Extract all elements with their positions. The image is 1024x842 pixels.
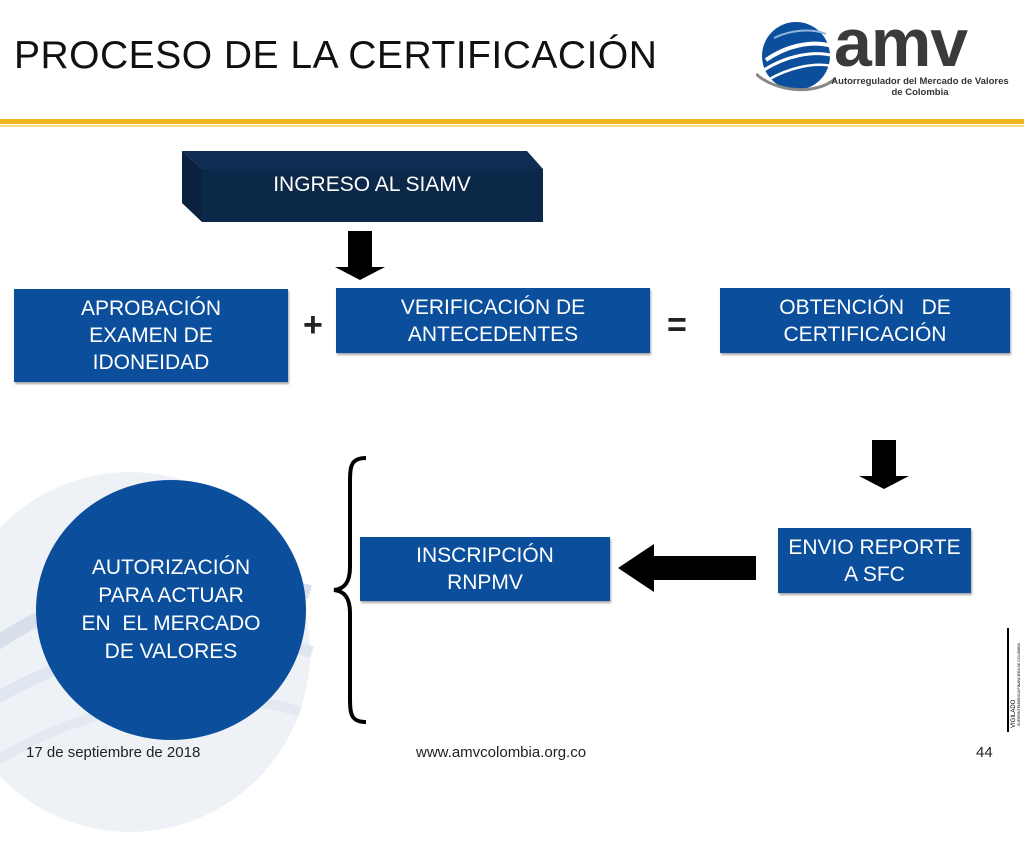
page-number: 44 — [976, 744, 993, 761]
autorizacion-circle: AUTORIZACIÓN PARA ACTUAR EN EL MERCADO D… — [36, 480, 306, 740]
logo-subtitle: Autorregulador del Mercado de Valores de… — [831, 76, 1009, 98]
svg-text:SUPERINTENDENCIA FINANCIERA DE: SUPERINTENDENCIA FINANCIERA DE COLOMBIA — [1017, 642, 1021, 726]
svg-text:VIGILADO: VIGILADO — [1011, 699, 1017, 728]
vigilado-seal: VIGILADO SUPERINTENDENCIA FINANCIERA DE … — [1007, 628, 1023, 732]
down-arrow-icon — [335, 231, 385, 280]
amv-logo: amv Autorregulador del Mercado de Valore… — [754, 5, 1016, 105]
aprobacion-box: APROBACIÓN EXAMEN DE IDONEIDAD — [14, 289, 288, 382]
amv-globe-icon — [756, 22, 836, 92]
page-title: PROCESO DE LA CERTIFICACIÓN — [14, 34, 658, 77]
siamv-label: INGRESO AL SIAMV — [273, 173, 471, 196]
header-rule-light — [0, 125, 1024, 127]
left-arrow-icon — [618, 544, 756, 592]
inscripcion-box: INSCRIPCIÓN RNPMV — [360, 537, 610, 601]
curly-brace-icon — [333, 456, 367, 724]
equals-sign: = — [667, 306, 687, 344]
verificacion-box: VERIFICACIÓN DE ANTECEDENTES — [336, 288, 650, 353]
footer-url[interactable]: www.amvcolombia.org.co — [416, 744, 587, 761]
plus-sign: + — [303, 306, 323, 344]
siamv-box: INGRESO AL SIAMV — [182, 151, 543, 222]
down-arrow-icon — [859, 440, 909, 489]
envio-box: ENVIO REPORTE A SFC — [778, 528, 971, 593]
obtencion-box: OBTENCIÓN DE CERTIFICACIÓN — [720, 288, 1010, 353]
logo-wordmark: amv — [834, 5, 968, 81]
footer-date: 17 de septiembre de 2018 — [26, 744, 201, 761]
header-rule — [0, 119, 1024, 124]
